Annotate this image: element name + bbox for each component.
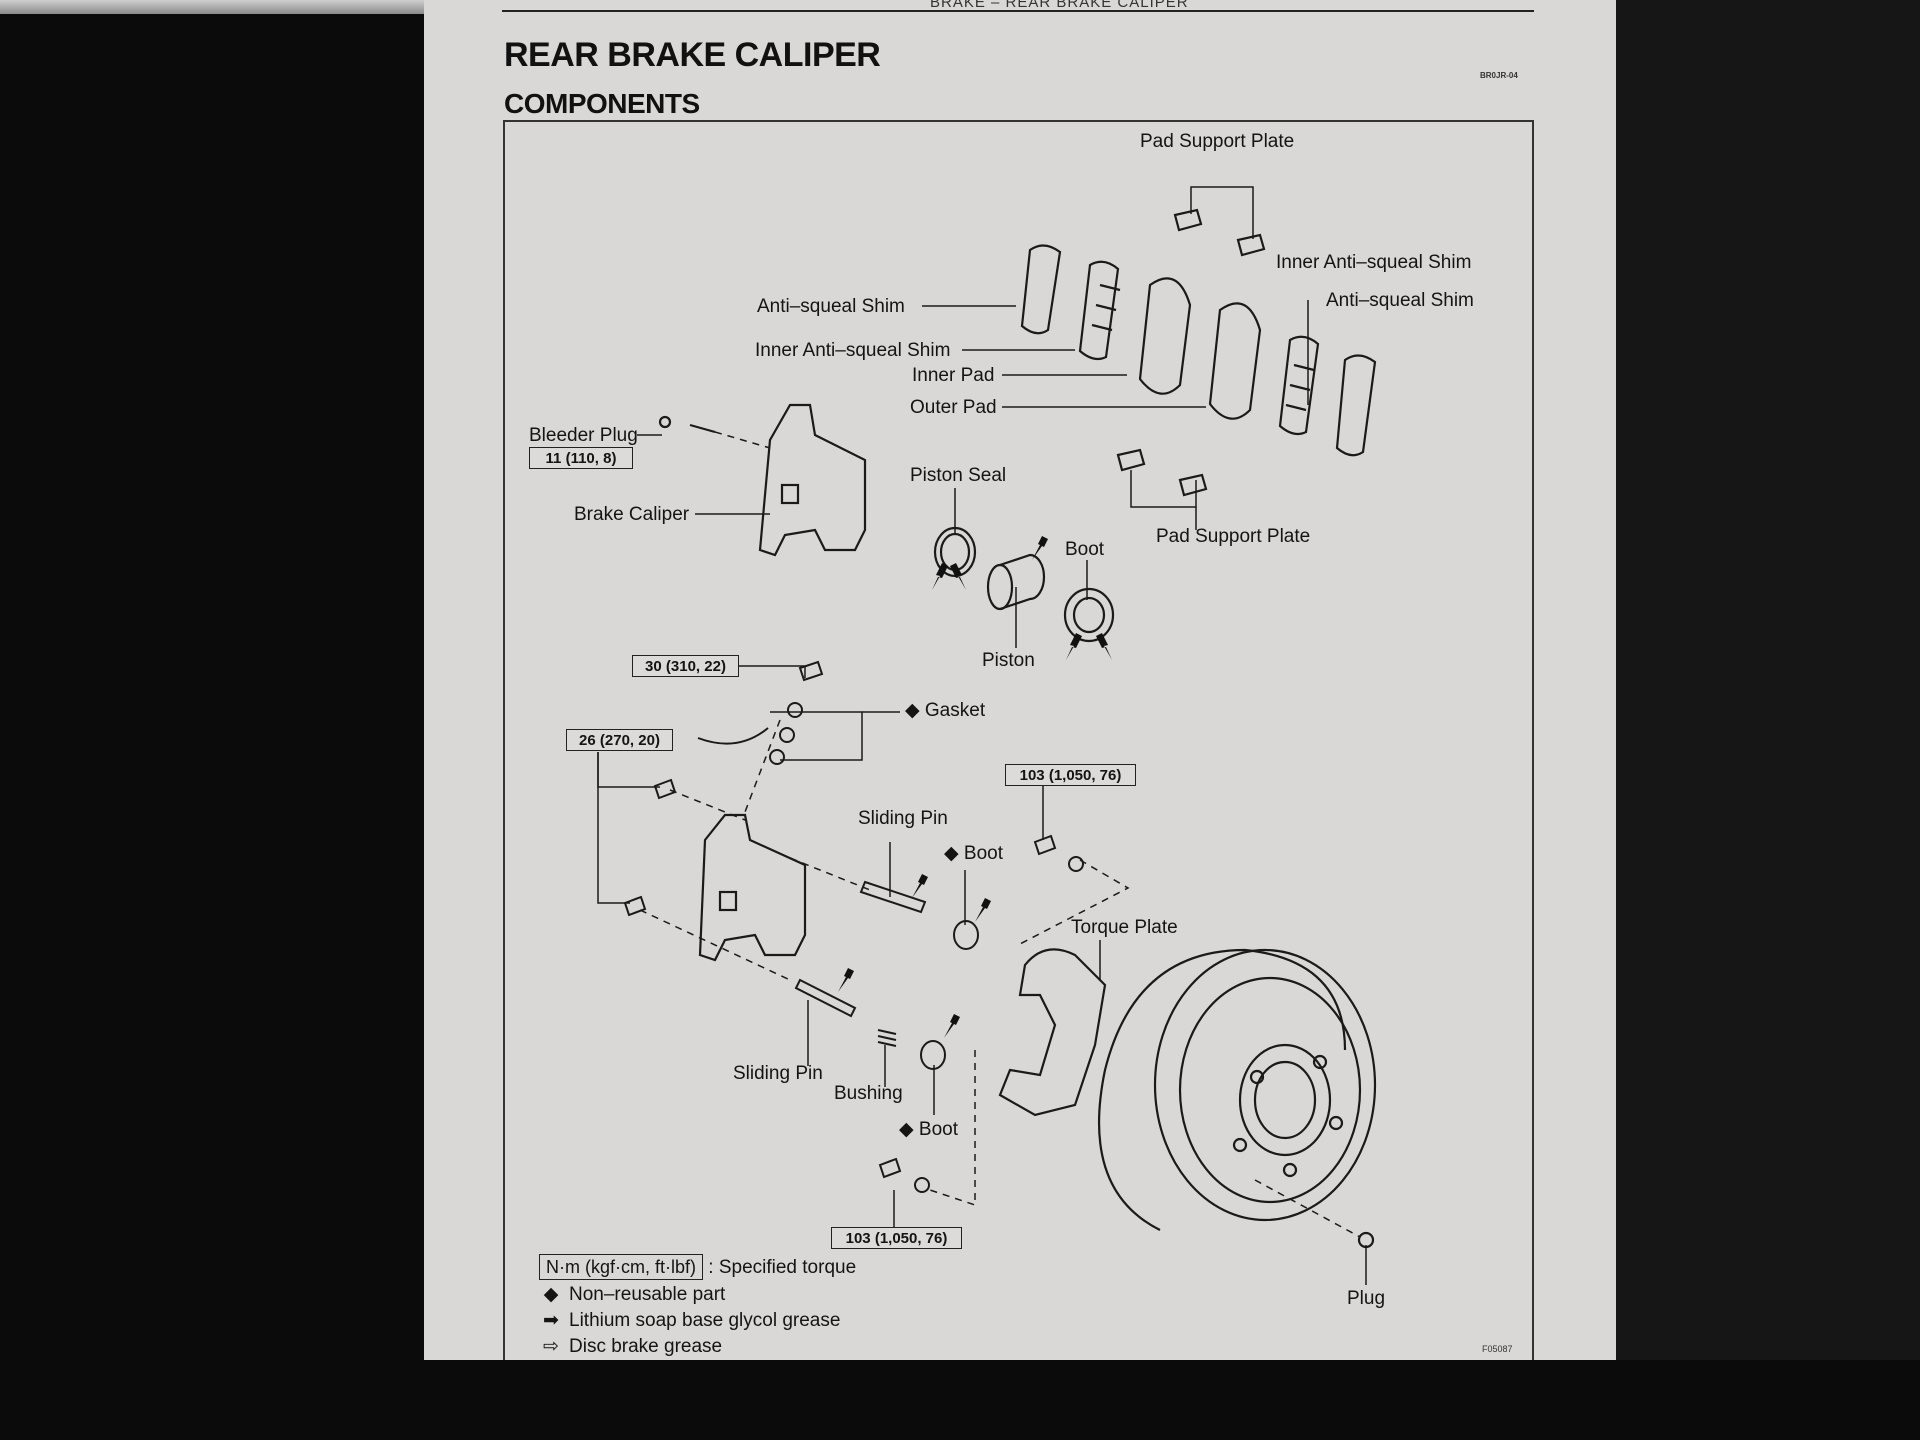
label-outer-pad: Outer Pad bbox=[910, 397, 997, 418]
figure-number: F05087 bbox=[1482, 1344, 1513, 1354]
diagram-frame bbox=[503, 120, 1534, 1360]
disc-rotor bbox=[1098, 948, 1377, 1249]
label-piston: Piston bbox=[982, 650, 1035, 671]
torque-bleeder: 11 (110, 8) bbox=[529, 447, 633, 469]
brake-caliper-lower bbox=[698, 813, 807, 962]
label-sliding-pin-bottom: Sliding Pin bbox=[733, 1063, 823, 1084]
brake-caliper-upper bbox=[658, 403, 867, 557]
label-anti-squeal-shim-right: Anti–squeal Shim bbox=[1326, 290, 1474, 311]
pins-and-boots bbox=[794, 880, 979, 1070]
legend-lithium-grease: ➡ Lithium soap base glycol grease bbox=[539, 1309, 840, 1333]
label-plug: Plug bbox=[1347, 1288, 1386, 1309]
torque-torque-plate-bottom: 103 (1,050, 76) bbox=[831, 1227, 962, 1249]
legend-torque: N·m (kgf·cm, ft·lbf) : Specified torque bbox=[539, 1254, 856, 1280]
torque-torque-plate-top: 103 (1,050, 76) bbox=[1005, 764, 1136, 786]
gasket-text: Gasket bbox=[924, 700, 986, 721]
label-gasket: ◆ Gasket bbox=[905, 700, 985, 722]
torque-plate bbox=[998, 948, 1107, 1117]
diamond-icon: ◆ bbox=[944, 843, 959, 864]
torque-caliper-bolts: 26 (270, 20) bbox=[566, 729, 673, 751]
hose-and-bolts bbox=[623, 660, 1084, 1193]
monitor-bottom-bezel bbox=[0, 1360, 1920, 1440]
section-title: COMPONENTS bbox=[504, 88, 700, 119]
header-rule bbox=[502, 10, 1534, 12]
monitor-bezel bbox=[1616, 0, 1920, 1360]
legend-torque-text: : Specified torque bbox=[708, 1257, 857, 1278]
label-sliding-pin-top: Sliding Pin bbox=[858, 808, 948, 829]
label-brake-caliper: Brake Caliper bbox=[574, 504, 690, 525]
label-inner-anti-squeal-shim-left: Inner Anti–squeal Shim bbox=[755, 340, 951, 361]
leader-lines bbox=[597, 186, 1367, 1285]
torque-union-bolt: 30 (310, 22) bbox=[632, 655, 739, 677]
label-boot-piston: Boot bbox=[1065, 539, 1105, 560]
boot-top-text: Boot bbox=[963, 843, 1003, 864]
legend-non-reusable: ◆ Non–reusable part bbox=[539, 1283, 726, 1307]
page-title: REAR BRAKE CALIPER bbox=[504, 36, 881, 74]
label-pad-support-plate-bottom: Pad Support Plate bbox=[1156, 526, 1311, 547]
label-boot-top: ◆ Boot bbox=[944, 843, 1003, 865]
diamond-icon: ◆ bbox=[899, 1119, 914, 1140]
grease-arrow-icons bbox=[838, 536, 1112, 1038]
manual-page bbox=[424, 0, 1616, 1360]
label-piston-seal: Piston Seal bbox=[910, 465, 1007, 486]
doc-code: BR0JR-04 bbox=[1480, 71, 1518, 80]
diamond-icon: ◆ bbox=[905, 700, 920, 721]
label-anti-squeal-shim-left: Anti–squeal Shim bbox=[757, 296, 905, 317]
legend-disc-brake-grease: ⇨ Disc brake grease bbox=[539, 1335, 722, 1359]
label-torque-plate: Torque Plate bbox=[1071, 917, 1178, 938]
filled-arrow-icon: ➡ bbox=[543, 1310, 559, 1331]
label-inner-anti-squeal-shim-right: Inner Anti–squeal Shim bbox=[1276, 252, 1472, 273]
label-pad-support-plate-top: Pad Support Plate bbox=[1140, 131, 1295, 152]
legend-disc-brake-grease-text: Disc brake grease bbox=[569, 1336, 723, 1357]
piston-parts bbox=[933, 526, 1115, 643]
label-boot-bottom: ◆ Boot bbox=[899, 1119, 958, 1141]
legend-non-reusable-text: Non–reusable part bbox=[569, 1284, 726, 1305]
label-bleeder-plug: Bleeder Plug bbox=[529, 425, 638, 446]
boot-bottom-text: Boot bbox=[918, 1119, 958, 1140]
pads-and-shims bbox=[1020, 208, 1377, 497]
outline-arrow-icon: ⇨ bbox=[543, 1336, 559, 1357]
running-head: BRAKE – REAR BRAKE CALIPER bbox=[930, 0, 1189, 11]
label-inner-pad: Inner Pad bbox=[912, 365, 995, 386]
legend-lithium-grease-text: Lithium soap base glycol grease bbox=[569, 1310, 841, 1331]
label-bushing: Bushing bbox=[834, 1083, 903, 1104]
diamond-icon: ◆ bbox=[543, 1284, 559, 1305]
legend-torque-box: N·m (kgf·cm, ft·lbf) bbox=[539, 1254, 703, 1280]
